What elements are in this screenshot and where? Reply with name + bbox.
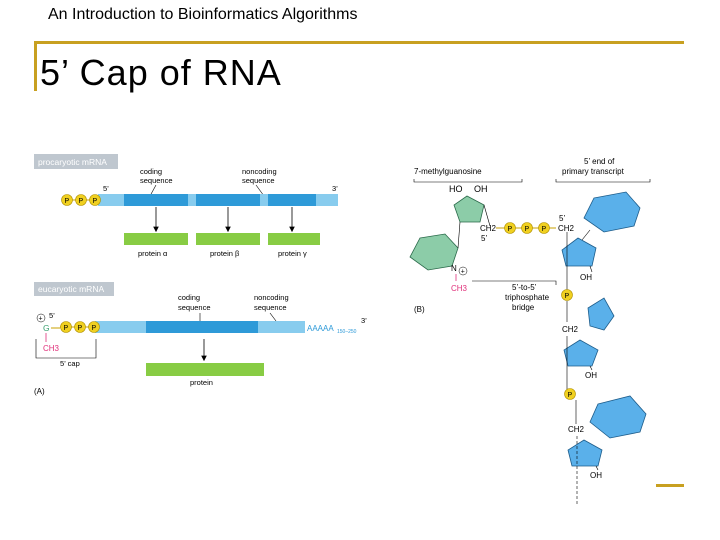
ch2-label-2: CH2 (558, 224, 575, 233)
methylguanosine-label: 7-methylguanosine (414, 167, 482, 176)
prok-protein-alpha: protein α (138, 249, 168, 258)
transcript-ribose-2 (563, 339, 599, 367)
euk-cap-label: 5’ cap (60, 359, 80, 368)
euk-protein-bar (146, 363, 264, 376)
euk-coding-block (146, 321, 258, 333)
eukaryotic-label-box (34, 282, 114, 296)
ch3-label: CH3 (451, 284, 468, 293)
course-title: An Introduction to Bioinformatics Algori… (48, 6, 358, 23)
svg-text:P: P (565, 293, 570, 300)
n-plus-label: N (451, 264, 457, 273)
euk-5prime: 5’ (49, 311, 55, 320)
euk-poly-a-length: 150–250 (337, 329, 357, 335)
slide-title: 5’ Cap of RNA (40, 52, 282, 93)
prok-coding-block-3 (268, 194, 316, 206)
panel-b-label: (B) (414, 305, 425, 314)
prok-coding-label-2: sequence (140, 176, 173, 185)
euk-plus-charge: + (39, 316, 43, 323)
transcript-label-2: primary transcript (562, 167, 625, 176)
prok-coding-label-1: coding (140, 167, 162, 176)
transcript-ribose-3 (567, 439, 603, 467)
n-plus-charge: + (461, 269, 465, 276)
transcript-base-3 (589, 395, 647, 439)
eukaryotic-panel: eucaryotic mRNA coding sequence noncodin… (34, 282, 367, 396)
ch2-label-1: CH2 (480, 224, 497, 233)
bridge-label-2: triphosphate (505, 293, 550, 302)
title-top-rule (34, 41, 684, 44)
prokaryotic-label-box (34, 154, 118, 169)
oh-label-1: OH (580, 273, 592, 282)
prok-protein-beta: protein β (210, 249, 240, 258)
transcript-label-1: 5’ end of (584, 157, 615, 166)
euk-guanine: G (43, 323, 50, 333)
prok-noncoding-label-1: noncoding (242, 167, 277, 176)
svg-text:P: P (568, 392, 573, 399)
euk-methyl: CH3 (43, 344, 60, 353)
prok-phosphate-chain: P P P (61, 194, 101, 206)
prok-protein-gamma: protein γ (278, 249, 307, 258)
oh-label-3: OH (590, 471, 602, 480)
prok-protein-beta-bar (196, 233, 260, 245)
prok-protein-alpha-bar (124, 233, 188, 245)
guanine-base (409, 233, 459, 271)
svg-text:P: P (78, 325, 83, 332)
ch2-label-3: CH2 (562, 325, 579, 334)
euk-coding-label-1: coding (178, 293, 200, 302)
corner-accent-rule (656, 484, 684, 487)
title-left-rule (34, 41, 37, 91)
five-prime-label-2: 5’ (559, 214, 565, 223)
euk-poly-a: AAAAA (307, 324, 334, 333)
prok-coding-block-1 (124, 194, 188, 206)
prokaryotic-panel: procaryotic mRNA coding sequence noncodi… (34, 154, 338, 258)
prok-protein-gamma-bar (268, 233, 320, 245)
euk-coding-label-2: sequence (178, 303, 211, 312)
prok-5prime: 5’ (103, 184, 109, 193)
euk-phosphate-chain: P P P (60, 321, 100, 333)
svg-text:P: P (65, 198, 70, 205)
panel-a-label: (A) (34, 387, 45, 396)
transcript-base-1 (583, 191, 641, 233)
euk-protein-label: protein (190, 378, 213, 387)
cap-structure-panel: 7-methylguanosine 5’ end of primary tran… (409, 157, 651, 506)
svg-text:P: P (508, 226, 513, 233)
oh-label-2: OH (585, 371, 597, 380)
ch2-label-4: CH2 (568, 425, 585, 434)
bridge-label-3: bridge (512, 303, 535, 312)
euk-noncoding-label-2: sequence (254, 303, 287, 312)
euk-noncoding-label-1: noncoding (254, 293, 289, 302)
prok-noncoding-label-2: sequence (242, 176, 275, 185)
euk-3prime: 3’ (361, 316, 367, 325)
prokaryotic-label: procaryotic mRNA (38, 157, 107, 167)
transcript-base-2 (587, 297, 615, 331)
svg-text:P: P (542, 226, 547, 233)
svg-text:P: P (79, 198, 84, 205)
five-prime-label-1: 5’ (481, 234, 487, 243)
bridge-label-1: 5’-to-5’ (512, 283, 537, 292)
svg-text:P: P (64, 325, 69, 332)
svg-text:P: P (525, 226, 530, 233)
oh-label-top: OH (474, 184, 488, 194)
svg-text:P: P (93, 198, 98, 205)
transcript-ribose-1 (561, 237, 597, 267)
svg-text:P: P (92, 325, 97, 332)
prok-coding-block-2 (196, 194, 260, 206)
eukaryotic-label: eucaryotic mRNA (38, 284, 104, 294)
methylguanosine-ribose (453, 195, 485, 223)
prok-3prime: 3’ (332, 184, 338, 193)
triphosphate-bridge: P P P (496, 222, 556, 234)
ho-label: HO (449, 184, 463, 194)
